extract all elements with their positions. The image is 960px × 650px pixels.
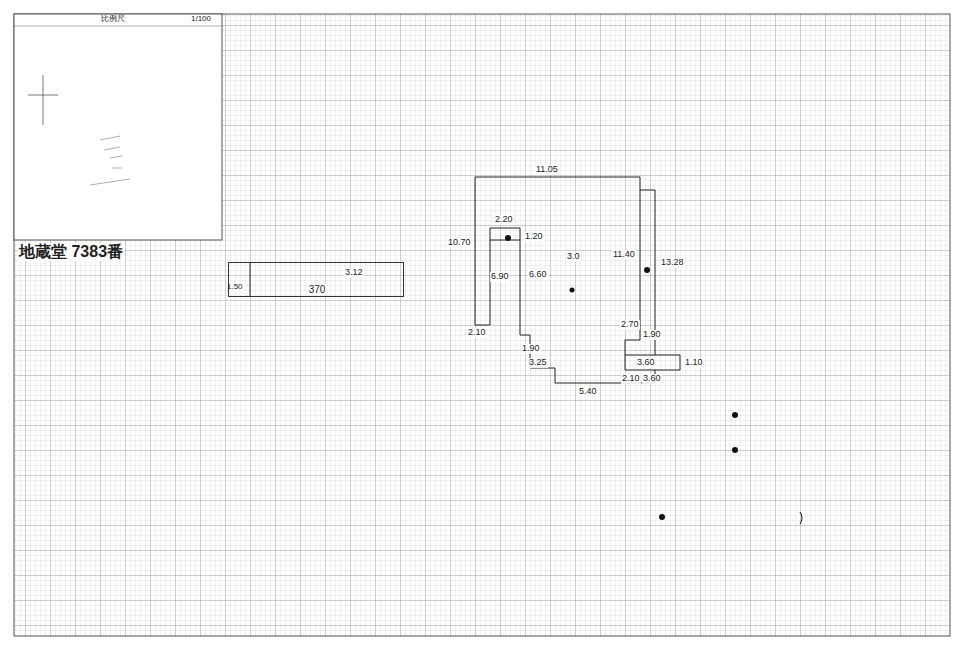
dimension-label: 3.25	[528, 358, 548, 368]
dimension-label: 1.90	[521, 344, 541, 354]
dimension-label: 2.70	[620, 320, 640, 330]
dimension-label: 1/100	[190, 15, 212, 24]
dimension-label: 3.0	[566, 252, 581, 262]
dimension-label: 11.40	[612, 250, 636, 260]
dimension-label: 1.20	[524, 232, 544, 242]
dimension-label: 3.60	[642, 374, 662, 384]
graph-paper	[14, 14, 950, 636]
north-mark	[28, 75, 58, 125]
dimension-label: 370	[308, 284, 327, 295]
floor-plan-outline	[250, 177, 680, 383]
inset-scribbles	[90, 136, 130, 185]
dimension-label: 13.28	[660, 258, 685, 268]
building-rect: 370	[228, 262, 404, 297]
dimension-label: 1.90	[642, 330, 662, 340]
dimension-label: 6.90	[490, 272, 510, 282]
dimension-label: 10.70	[447, 238, 472, 248]
dimension-label: 6.60	[528, 270, 548, 280]
dimension-label: 3.12	[344, 268, 364, 278]
sheet-title: 地蔵堂 7383番	[18, 243, 124, 261]
dimension-label: 5.40	[578, 387, 598, 397]
dimension-label: 3.60	[636, 358, 656, 368]
dimension-label: 11.05	[535, 165, 559, 175]
dimension-label: 2.10	[467, 328, 487, 338]
dimension-label: 1.10	[684, 358, 704, 368]
inset-box	[14, 14, 222, 240]
survey-marks	[505, 235, 802, 524]
dimension-label: 比例尺	[100, 15, 126, 24]
dimension-label: 2.20	[494, 215, 514, 225]
dimension-label: 2.10	[621, 374, 641, 384]
